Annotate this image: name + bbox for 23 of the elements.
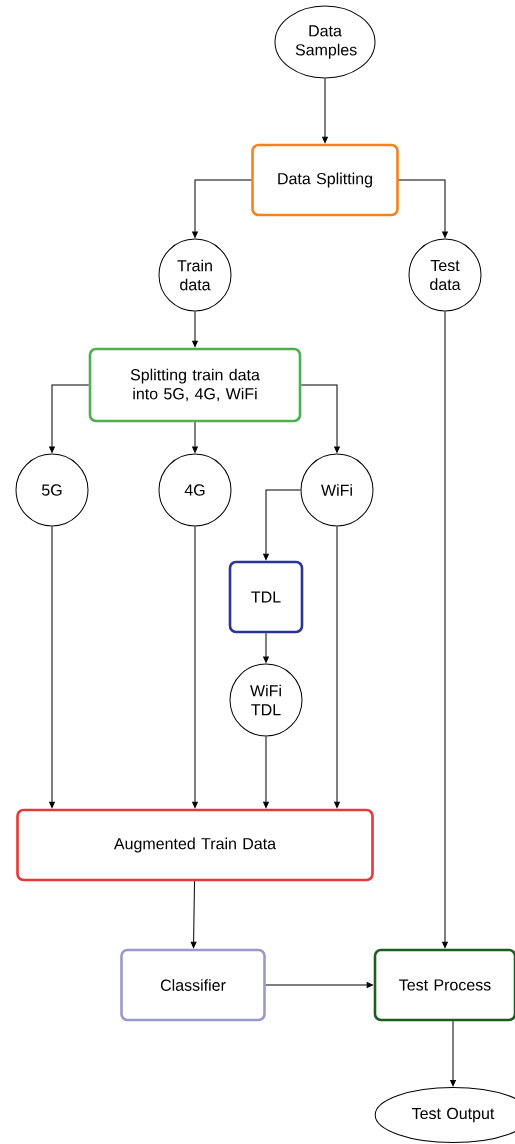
arrow: [265, 982, 373, 988]
arrow: [450, 1020, 456, 1087]
arrow: [192, 526, 198, 808]
arrow: [334, 526, 340, 808]
process-box: Classifier: [120, 948, 266, 1022]
process-box: Splitting train data into 5G, 4G, WiFi: [88, 347, 302, 423]
arrow: [49, 526, 55, 808]
process-box: Data Splitting: [251, 143, 399, 217]
arrow: [49, 384, 90, 453]
arrow: [398, 179, 448, 238]
arrow: [442, 311, 448, 948]
arrow: [300, 384, 340, 453]
arrow: [190, 880, 197, 948]
arrow: [192, 311, 198, 347]
arrow: [263, 489, 301, 560]
process-box: Augmented Train Data: [16, 808, 374, 882]
arrow: [263, 736, 269, 808]
arrow: [192, 179, 252, 238]
arrow: [192, 421, 198, 453]
arrow: [322, 78, 328, 143]
process-box: TDL: [228, 560, 304, 634]
process-box: Test Process: [373, 948, 515, 1022]
arrow: [263, 632, 269, 663]
